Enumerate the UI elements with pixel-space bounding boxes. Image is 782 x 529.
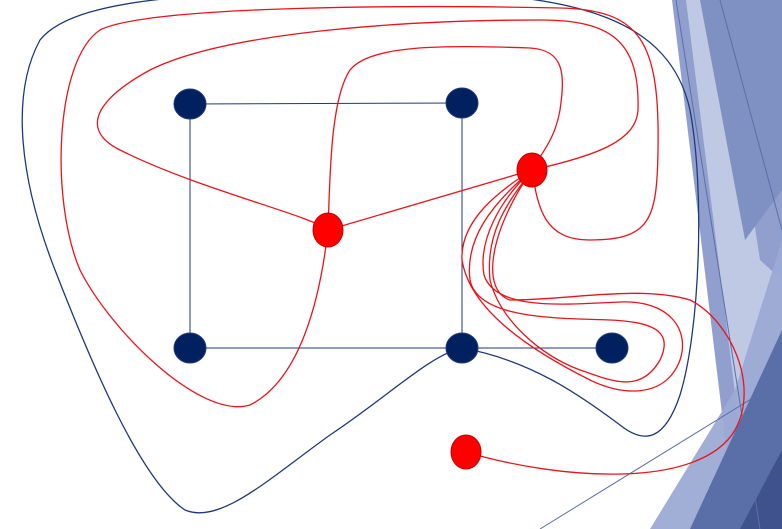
dual-vertex-f3 bbox=[450, 434, 482, 470]
decor-line-3 bbox=[719, 0, 782, 231]
decor-panel-darkest bbox=[740, 450, 782, 529]
dual-edge-f1-f2-over bbox=[327, 46, 563, 231]
dual-vertex-f2 bbox=[516, 152, 548, 188]
decor-line-2 bbox=[539, 379, 782, 529]
dual-edge-f2-loop-b bbox=[461, 169, 684, 392]
primal-edge-outer-loop bbox=[21, 0, 700, 514]
dual-edge-f2-loop-a bbox=[468, 169, 665, 383]
decor-line-1 bbox=[675, 0, 761, 529]
primal-vertex-v5 bbox=[595, 332, 629, 364]
dual-edge-f1-outer-loop bbox=[60, 6, 659, 408]
primal-edge-v1-v2 bbox=[189, 102, 463, 105]
primal-vertex-v4 bbox=[445, 332, 479, 364]
dual-edge-f1-top-loop bbox=[96, 19, 639, 231]
primal-vertex-v3 bbox=[173, 332, 207, 364]
dual-vertex-f1 bbox=[312, 212, 344, 248]
primal-edges bbox=[21, 0, 700, 514]
dual-vertices bbox=[312, 152, 548, 470]
primal-vertices bbox=[173, 87, 629, 364]
dual-edge-f1-f2 bbox=[327, 169, 533, 231]
slide-decoration bbox=[539, 0, 782, 529]
decor-panel-mid bbox=[700, 0, 782, 240]
primal-vertex-v2 bbox=[445, 87, 479, 119]
primal-vertex-v1 bbox=[173, 88, 207, 120]
dual-edge-f2-f3 bbox=[465, 169, 745, 475]
dual-edges bbox=[60, 6, 745, 475]
